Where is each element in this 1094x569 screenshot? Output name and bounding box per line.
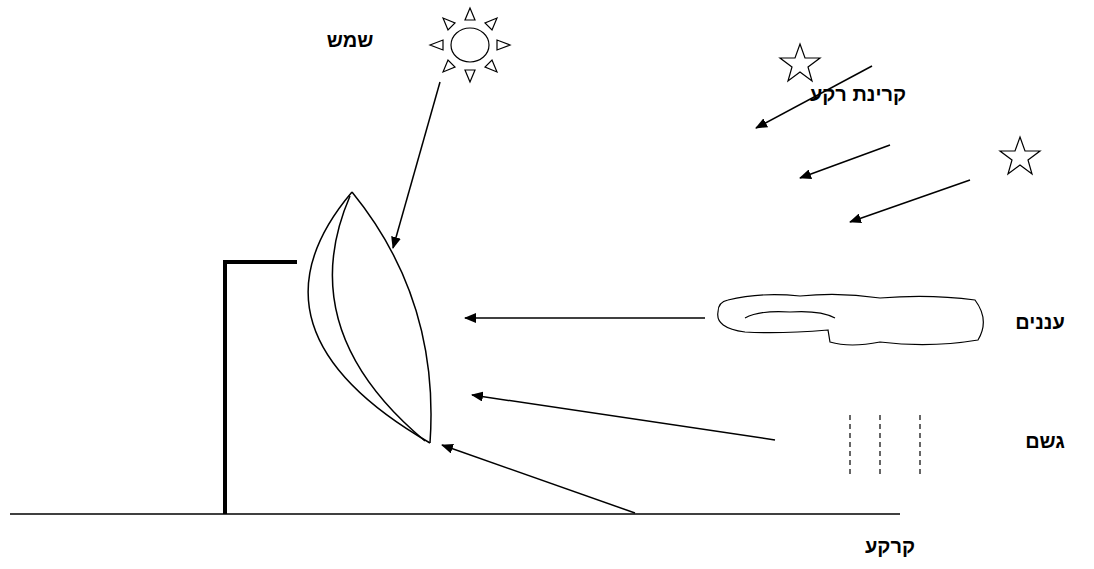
clouds-label: עננים — [1015, 310, 1065, 334]
sun-symbol — [430, 8, 510, 82]
antenna-mount — [225, 262, 297, 514]
ground-label: קרקע — [865, 534, 915, 558]
cloud-symbol — [718, 294, 984, 345]
background-radiation-label: קרינת רקע — [810, 82, 906, 106]
sun-label: שמש — [327, 28, 374, 52]
radiation-arrow — [393, 66, 970, 513]
ground-line — [10, 513, 900, 515]
rain-label: גשם — [1025, 429, 1065, 453]
dish-antenna — [308, 192, 431, 443]
star-symbol — [780, 44, 1040, 174]
rain-symbol — [850, 415, 920, 476]
